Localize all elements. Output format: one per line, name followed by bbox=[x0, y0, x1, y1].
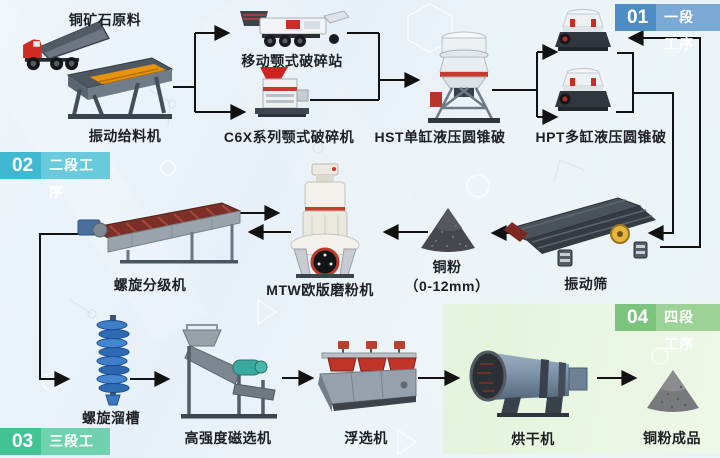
mtw-mill-icon bbox=[290, 163, 360, 278]
hpt-cone-crusher-bottom-icon bbox=[555, 68, 611, 111]
stage-badge-4-label: 四段工序 bbox=[656, 304, 720, 352]
connector-hst-split bbox=[492, 52, 538, 117]
c6x-jaw-crusher-icon bbox=[255, 67, 309, 117]
flotation-machine-icon bbox=[318, 341, 417, 412]
arrow-to-screen bbox=[633, 92, 674, 241]
stage-badge-4: 04 四段工序 bbox=[615, 304, 720, 352]
hst-cone-crusher-icon bbox=[428, 31, 500, 123]
label-magnetic-separator: 高强度磁选机 bbox=[184, 430, 272, 446]
connector-feeder-split bbox=[173, 33, 196, 112]
label-vibrating-feeder: 振动给料机 bbox=[88, 128, 162, 144]
spiral-classifier-icon bbox=[77, 202, 242, 264]
stage-badge-3-label: 三段工序 bbox=[41, 428, 110, 455]
stage-badge-2-number: 02 bbox=[0, 152, 42, 179]
dump-truck-icon bbox=[23, 20, 110, 71]
label-c6x-crusher: C6X系列颚式破碎机 bbox=[223, 129, 355, 145]
label-spiral-classifier: 螺旋分级机 bbox=[113, 277, 187, 293]
connector-crushers-merge bbox=[310, 32, 380, 101]
stage-badge-3: 03 三段工序 bbox=[0, 428, 110, 455]
label-hpt-crusher: HPT多缸液压圆锥破 bbox=[535, 129, 667, 145]
stage-badge-1: 01 一段工序 bbox=[615, 4, 720, 52]
arrow-classifier-to-chute bbox=[39, 233, 82, 387]
stage-badge-3-number: 03 bbox=[0, 428, 42, 455]
stage-badge-1-number: 01 bbox=[615, 4, 657, 31]
stage-badge-1-label: 一段工序 bbox=[656, 4, 720, 52]
label-raw-material: 铜矿石原料 bbox=[68, 12, 142, 28]
rotary-dryer-icon bbox=[469, 350, 588, 417]
finished-product-pile-icon bbox=[647, 370, 699, 412]
label-copper-powder: 铜粉 bbox=[432, 259, 462, 275]
label-spiral-chute: 螺旋溜槽 bbox=[82, 410, 140, 426]
label-mtw-mill: MTW欧版磨粉机 bbox=[266, 282, 374, 298]
label-finished-product: 铜粉成品 bbox=[643, 430, 701, 446]
label-mobile-station: 移动颚式破碎站 bbox=[241, 53, 343, 69]
hpt-cone-crusher-top-icon bbox=[555, 9, 611, 51]
copper-powder-pile-icon bbox=[421, 208, 475, 252]
magnetic-separator-icon bbox=[181, 324, 277, 419]
arrow-screen-return bbox=[627, 30, 701, 248]
stage-badge-2: 02 二段工序 bbox=[0, 152, 110, 200]
vibrating-screen-icon bbox=[502, 197, 656, 267]
label-vibrating-screen: 振动筛 bbox=[564, 276, 608, 292]
label-flotation-machine: 浮选机 bbox=[344, 430, 388, 446]
label-copper-powder-size: （0-12mm） bbox=[404, 278, 490, 294]
label-dryer: 烘干机 bbox=[511, 431, 555, 447]
vibrating-feeder-icon bbox=[66, 57, 174, 119]
stage-badge-2-label: 二段工序 bbox=[41, 152, 110, 200]
label-hst-crusher: HST单缸液压圆锥破 bbox=[374, 129, 506, 145]
mobile-jaw-crusher-icon bbox=[240, 10, 350, 47]
stage-badge-4-number: 04 bbox=[615, 304, 657, 331]
connector-hpt-bracket bbox=[616, 52, 634, 113]
spiral-chute-icon bbox=[96, 315, 130, 406]
